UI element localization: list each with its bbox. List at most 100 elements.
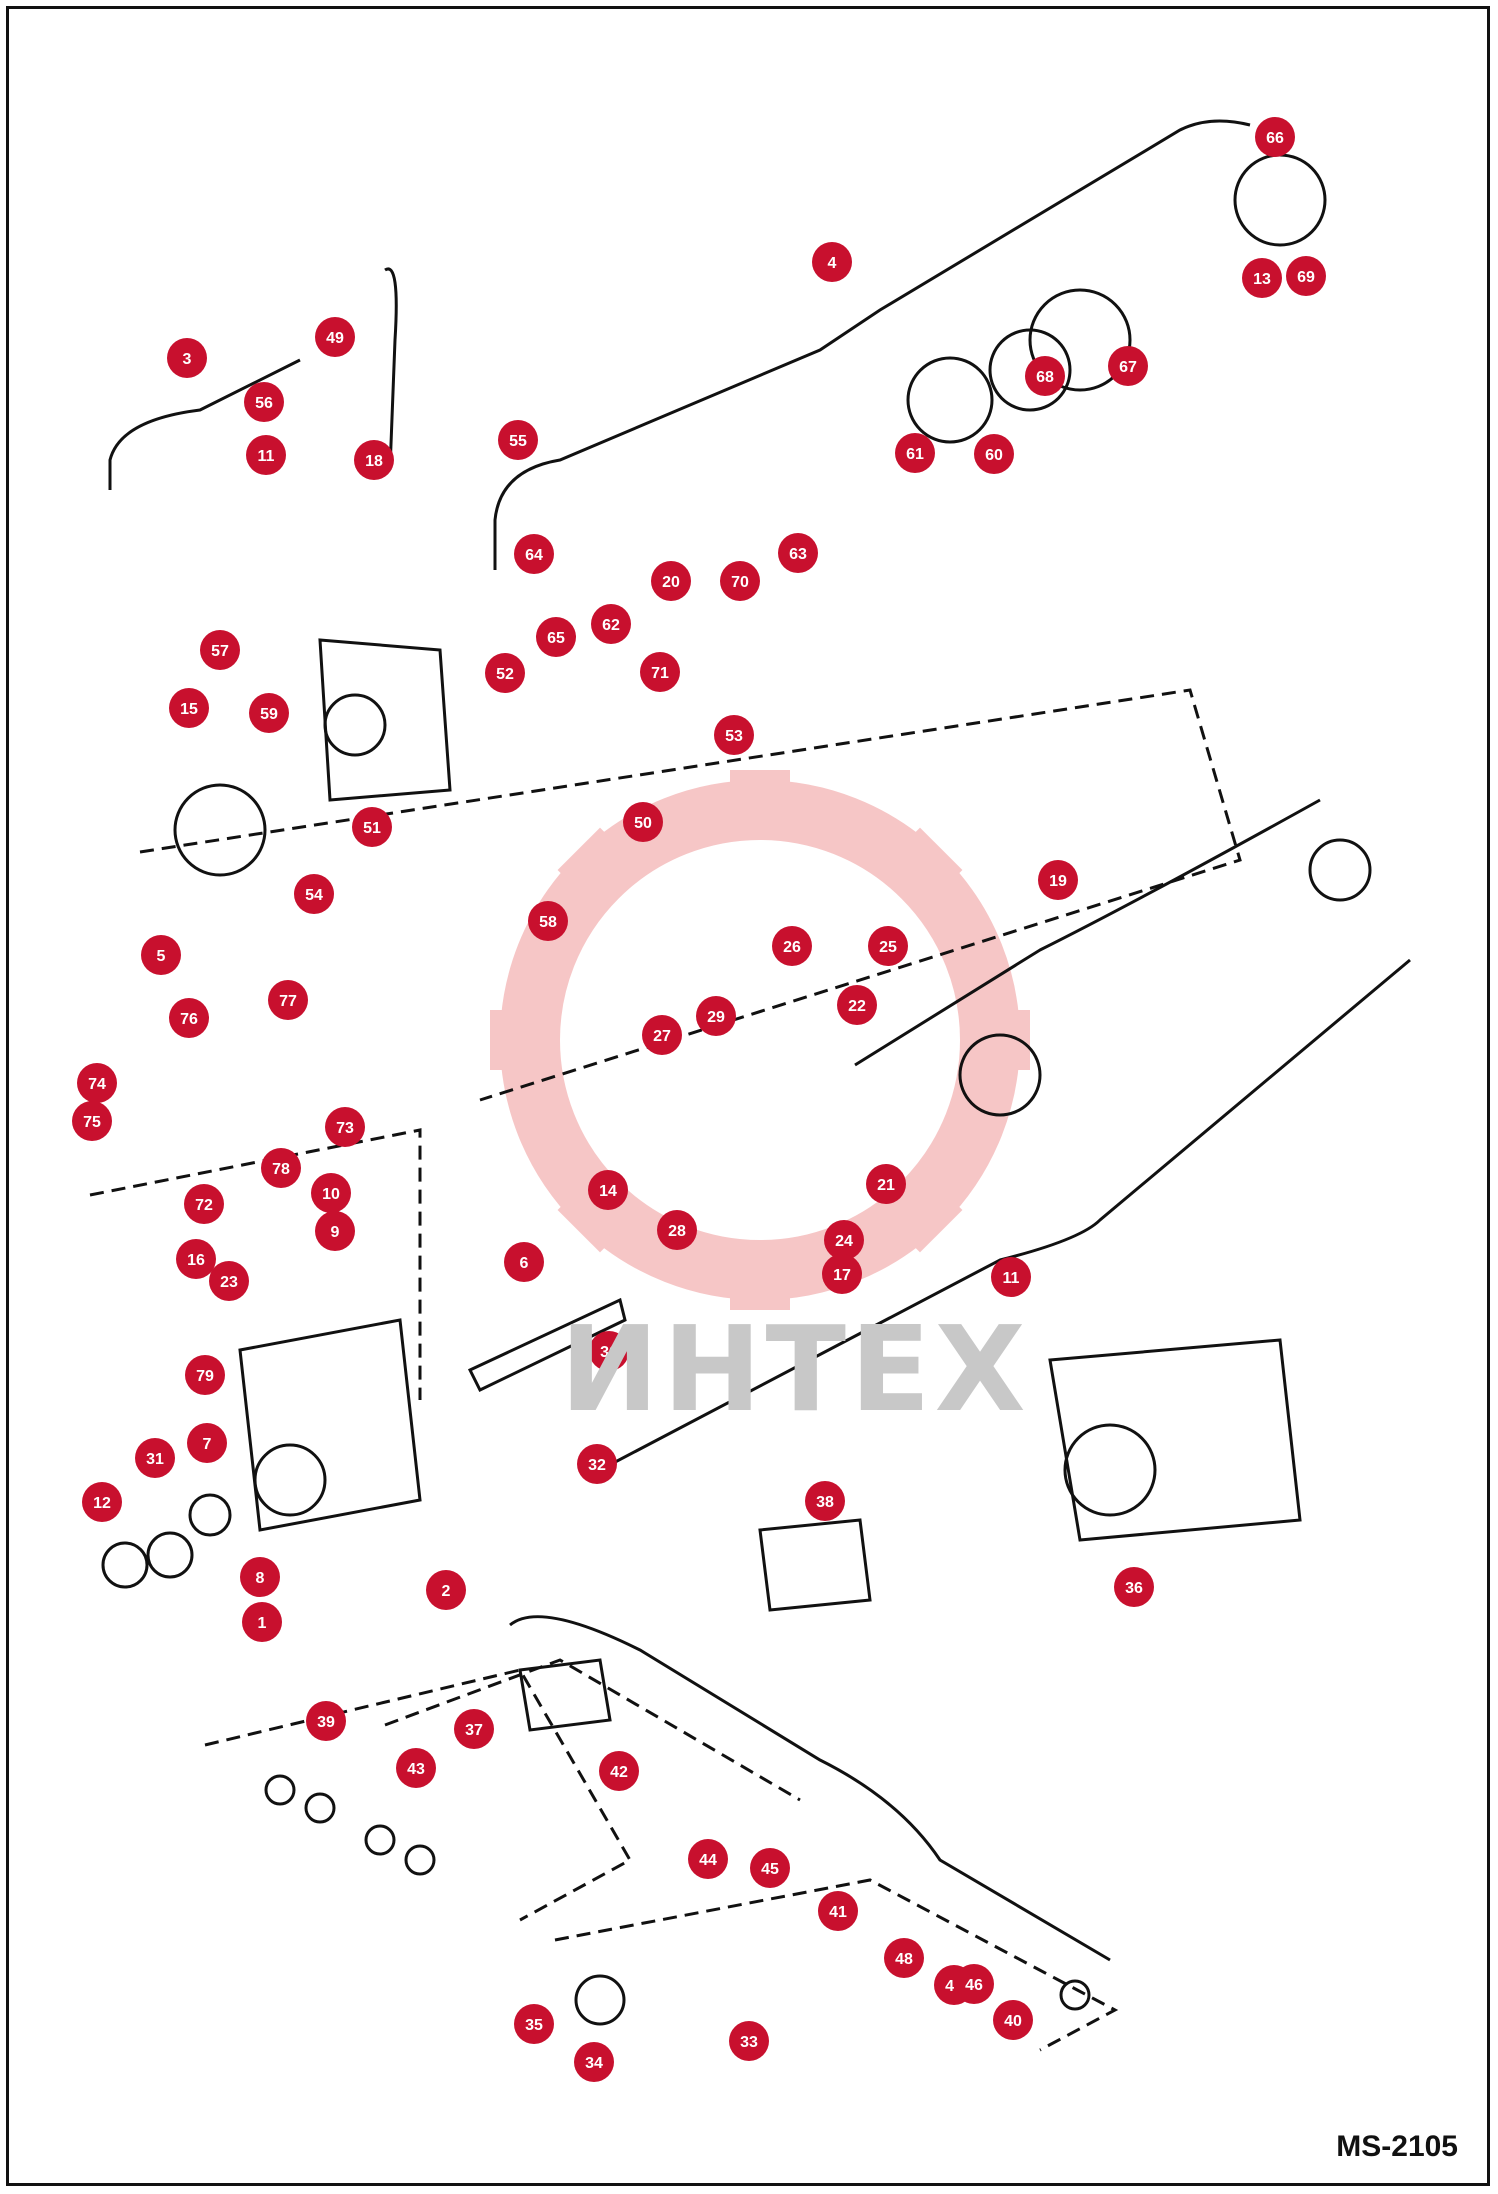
callout-number: 69 bbox=[1297, 269, 1315, 286]
diagram-linework bbox=[89, 119, 1411, 2052]
callout-number: 15 bbox=[180, 701, 198, 718]
diagram-frame bbox=[6, 6, 1490, 2186]
callout-marker bbox=[311, 1173, 351, 1213]
callout-marker bbox=[589, 1331, 629, 1371]
callout-marker bbox=[536, 617, 576, 657]
callout-marker bbox=[1255, 117, 1295, 157]
callout-marker bbox=[72, 1101, 112, 1141]
callout-number: 66 bbox=[1266, 130, 1284, 147]
callout-number: 75 bbox=[83, 1114, 101, 1131]
callout-number: 31 bbox=[146, 1451, 164, 1468]
callout-number: 45 bbox=[761, 1861, 779, 1878]
callout-marker bbox=[187, 1423, 227, 1463]
callout-number: 20 bbox=[662, 574, 680, 591]
callout-number: 54 bbox=[305, 887, 323, 904]
callout-number: 61 bbox=[906, 446, 924, 463]
callout-marker bbox=[315, 1211, 355, 1251]
callout-number: 6 bbox=[520, 1255, 529, 1272]
callout-marker bbox=[268, 980, 308, 1020]
callout-marker bbox=[454, 1709, 494, 1749]
callout-number: 49 bbox=[326, 330, 344, 347]
callout-marker bbox=[824, 1220, 864, 1260]
callout-number: 57 bbox=[211, 643, 229, 660]
callout-number: 59 bbox=[260, 706, 278, 723]
callout-marker bbox=[884, 1938, 924, 1978]
callout-marker bbox=[325, 1107, 365, 1147]
callout-marker bbox=[261, 1148, 301, 1188]
callout-number: 24 bbox=[835, 1233, 853, 1250]
callout-marker bbox=[696, 996, 736, 1036]
callout-marker bbox=[240, 1557, 280, 1597]
callout-marker bbox=[688, 1839, 728, 1879]
callout-marker bbox=[184, 1184, 224, 1224]
callout-marker bbox=[805, 1481, 845, 1521]
callout-marker bbox=[974, 434, 1014, 474]
callout-number: 22 bbox=[848, 998, 866, 1015]
callout-marker bbox=[244, 382, 284, 422]
callout-number: 38 bbox=[816, 1494, 834, 1511]
callout-marker bbox=[242, 1602, 282, 1642]
callout-number: 79 bbox=[196, 1368, 214, 1385]
callout-marker bbox=[135, 1438, 175, 1478]
callout-number: 27 bbox=[653, 1028, 671, 1045]
callout-marker bbox=[577, 1444, 617, 1484]
callout-marker bbox=[623, 802, 663, 842]
callout-number: 43 bbox=[407, 1761, 425, 1778]
callout-marker bbox=[176, 1239, 216, 1279]
callout-marker bbox=[315, 317, 355, 357]
callout-number: 30 bbox=[600, 1344, 618, 1361]
callout-marker bbox=[640, 652, 680, 692]
callout-marker bbox=[1286, 256, 1326, 296]
callout-number: 67 bbox=[1119, 359, 1137, 376]
callout-marker bbox=[249, 693, 289, 733]
callout-marker bbox=[200, 630, 240, 670]
callout-marker bbox=[772, 926, 812, 966]
callout-marker bbox=[82, 1482, 122, 1522]
callout-marker bbox=[169, 998, 209, 1038]
callout-marker bbox=[729, 2021, 769, 2061]
callout-number: 3 bbox=[183, 351, 192, 368]
callout-number: 65 bbox=[547, 630, 565, 647]
callout-marker bbox=[141, 935, 181, 975]
callout-number: 11 bbox=[1003, 1270, 1020, 1287]
callout-marker bbox=[714, 715, 754, 755]
callout-marker bbox=[528, 901, 568, 941]
callout-number: 5 bbox=[157, 948, 166, 965]
callout-number: 53 bbox=[725, 728, 743, 745]
callout-number: 42 bbox=[610, 1764, 628, 1781]
drawing-code: MS-2105 bbox=[1336, 2130, 1458, 2164]
callout-number: 18 bbox=[365, 453, 383, 470]
callout-marker bbox=[1242, 258, 1282, 298]
callout-marker bbox=[750, 1848, 790, 1888]
callout-number: 71 bbox=[651, 665, 669, 682]
callout-number: 52 bbox=[496, 666, 514, 683]
callout-number: 9 bbox=[331, 1224, 340, 1241]
callout-number: 1 bbox=[258, 1615, 267, 1632]
callout-marker bbox=[498, 420, 538, 460]
callout-marker bbox=[1114, 1567, 1154, 1607]
callout-marker bbox=[868, 926, 908, 966]
callout-number: 51 bbox=[363, 820, 381, 837]
callout-number: 8 bbox=[256, 1570, 265, 1587]
callout-number: 41 bbox=[829, 1904, 847, 1921]
watermark-label: ИНТЕХ bbox=[560, 1300, 1030, 1438]
callout-marker bbox=[352, 807, 392, 847]
callout-number: 46 bbox=[965, 1977, 983, 1994]
callout-marker bbox=[504, 1242, 544, 1282]
callout-number: 16 bbox=[187, 1252, 205, 1269]
callout-number: 70 bbox=[731, 574, 749, 591]
callout-number: 78 bbox=[272, 1161, 290, 1178]
callout-marker bbox=[866, 1164, 906, 1204]
callout-number: 13 bbox=[1253, 271, 1271, 288]
callout-marker bbox=[954, 1964, 994, 2004]
callout-marker bbox=[599, 1751, 639, 1791]
callout-marker bbox=[246, 435, 286, 475]
callout-marker bbox=[591, 604, 631, 644]
callout-marker bbox=[306, 1701, 346, 1741]
callout-number: 56 bbox=[255, 395, 273, 412]
callout-number: 29 bbox=[707, 1009, 725, 1026]
callout-number: 26 bbox=[783, 939, 801, 956]
